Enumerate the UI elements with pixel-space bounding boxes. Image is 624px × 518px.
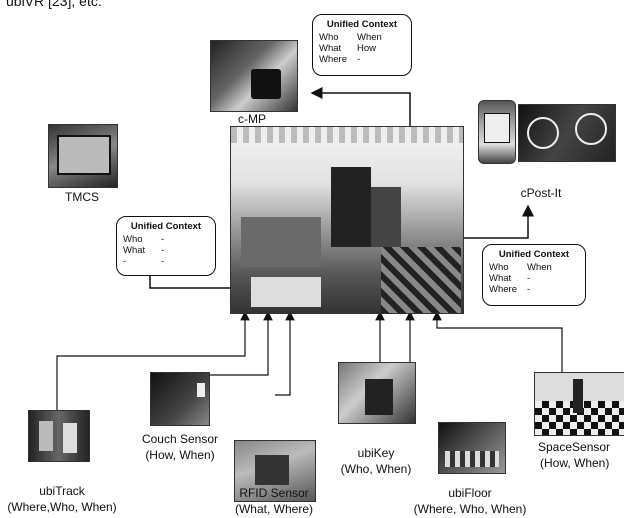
context-bubble-top: Unified Context Who When What How Where- xyxy=(312,14,412,76)
context-key: Where xyxy=(319,54,347,65)
context-value: When xyxy=(527,262,552,273)
context-key: What xyxy=(319,43,342,54)
context-title: Unified Context xyxy=(326,19,398,30)
rfid-sensor-context: (What, Where) xyxy=(234,502,313,516)
spacesensor-label: SpaceSensor xyxy=(538,440,611,454)
couch-sensor-context: (How, When) xyxy=(145,448,215,462)
context-title: Unified Context xyxy=(130,221,202,232)
context-value: - xyxy=(161,256,165,267)
context-key: Who xyxy=(319,32,339,43)
context-key: What xyxy=(489,273,512,284)
context-title: Unified Context xyxy=(498,249,570,260)
context-value: - xyxy=(161,245,165,256)
ubitrack-photo xyxy=(28,410,90,462)
cmp-photo xyxy=(210,40,298,112)
context-value: - xyxy=(357,54,361,65)
context-key: What xyxy=(123,245,146,256)
context-value: - xyxy=(527,284,531,295)
spacesensor-photo xyxy=(534,372,624,436)
ubikey-label: ubiKey xyxy=(357,446,395,460)
context-key: Who xyxy=(489,262,509,273)
cpostit-photo xyxy=(518,104,616,162)
tmcs-photo xyxy=(48,124,118,188)
ubikey-photo xyxy=(338,362,416,424)
arrow-to-cpostit xyxy=(462,204,534,239)
arrow-from-ubitrack xyxy=(56,310,250,410)
tmcs-label: TMCS xyxy=(65,190,99,204)
context-bubble-right: Unified Context Who When What - Where- xyxy=(482,244,586,306)
rfid-sensor-photo xyxy=(234,440,316,502)
ubitrack-context: (Where,Who, When) xyxy=(7,500,117,514)
arrow-from-couch xyxy=(210,310,273,376)
ubifloor-photo xyxy=(438,422,506,474)
context-value: When xyxy=(357,32,382,43)
context-key: Who xyxy=(123,234,143,245)
context-key: Where xyxy=(489,284,517,295)
room-hub-photo xyxy=(230,126,464,314)
context-value: - xyxy=(161,234,165,245)
ubikey-context: (Who, When) xyxy=(340,462,412,476)
ubitrack-label: ubiTrack xyxy=(39,484,85,498)
couch-sensor-label: Couch Sensor xyxy=(141,432,219,446)
ubifloor-label: ubiFloor xyxy=(448,486,492,500)
context-value: - xyxy=(527,273,531,284)
context-value: How xyxy=(357,43,377,54)
arrow-from-spacesensor xyxy=(432,310,563,372)
context-key: - xyxy=(123,256,127,267)
ubifloor-context: (Where, Who, When) xyxy=(413,502,527,516)
cpostit-label: cPost-It xyxy=(520,186,562,200)
couch-sensor-photo xyxy=(150,372,210,426)
context-bubble-left: Unified Context Who- What- -- xyxy=(116,216,216,276)
spacesensor-context: (How, When) xyxy=(540,456,610,470)
cmp-label: c-MP xyxy=(238,112,266,126)
arrow-from-rfid xyxy=(275,310,295,396)
caption-fragment: ubiVR [23], etc. xyxy=(6,0,102,9)
pda-photo xyxy=(478,100,516,164)
rfid-sensor-label: RFID Sensor xyxy=(239,486,309,500)
